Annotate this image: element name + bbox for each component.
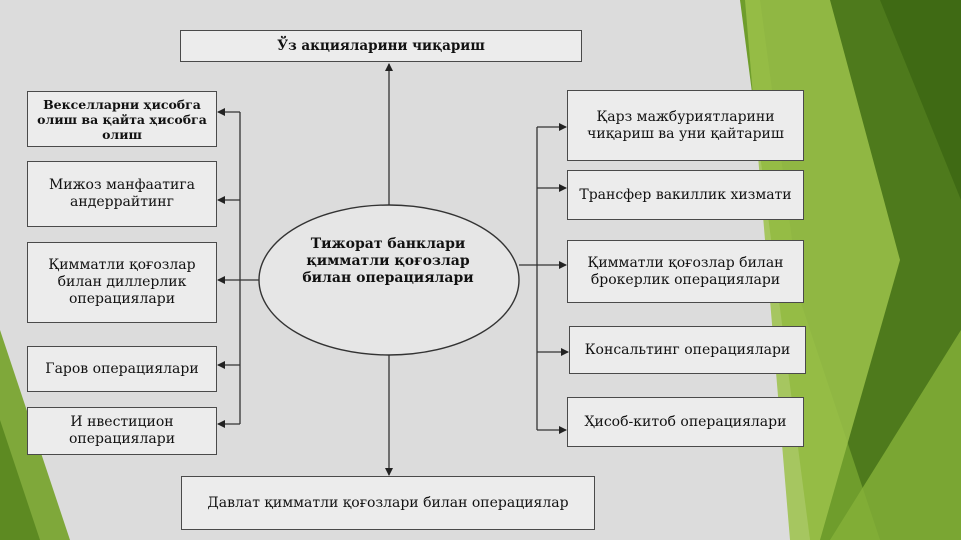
left-node-3: Қимматли қоғозлар билан диллерлик операц… [27, 242, 217, 323]
left-node-4: Гаров операциялари [27, 346, 217, 392]
left-node-2: Мижоз манфаатига андеррайтинг [27, 161, 217, 227]
top-node: Ўз акцияларини чиқариш [180, 30, 582, 62]
left-node-3-label: Қимматли қоғозлар билан диллерлик операц… [48, 257, 196, 307]
center-node-label: Тижорат банклари қимматли қоғозлар билан… [302, 236, 474, 286]
right-node-3-label: Қимматли қоғозлар билан брокерлик операц… [587, 254, 784, 288]
right-node-2-label: Трансфер вакиллик хизмати [579, 186, 792, 203]
left-node-2-label: Мижоз манфаатига андеррайтинг [48, 177, 196, 210]
right-node-1: Қарз мажбуриятларини чиқариш ва уни қайт… [567, 90, 804, 161]
left-node-1: Векселларни ҳисобга олиш ва қайта ҳисобг… [27, 91, 217, 147]
bottom-node: Давлат қимматли қоғозлари билан операция… [181, 476, 595, 530]
right-node-4-label: Консальтинг операциялари [584, 341, 791, 358]
right-node-4: Консальтинг операциялари [569, 326, 806, 374]
right-node-3: Қимматли қоғозлар билан брокерлик операц… [567, 240, 804, 303]
right-node-2: Трансфер вакиллик хизмати [567, 170, 804, 220]
right-node-1-label: Қарз мажбуриятларини чиқариш ва уни қайт… [587, 108, 784, 142]
right-node-5: Ҳисоб-китоб операциялари [567, 397, 804, 447]
left-node-5: И нвестицион операциялари [27, 407, 217, 455]
left-node-1-label: Векселларни ҳисобга олиш ва қайта ҳисобг… [37, 96, 207, 142]
right-node-5-label: Ҳисоб-китоб операциялари [584, 413, 787, 430]
left-node-4-label: Гаров операциялари [45, 360, 199, 377]
bottom-node-label: Давлат қимматли қоғозлари билан операция… [207, 494, 569, 511]
left-node-5-label: И нвестицион операциялари [68, 414, 176, 447]
top-node-label: Ўз акцияларини чиқариш [277, 37, 485, 54]
